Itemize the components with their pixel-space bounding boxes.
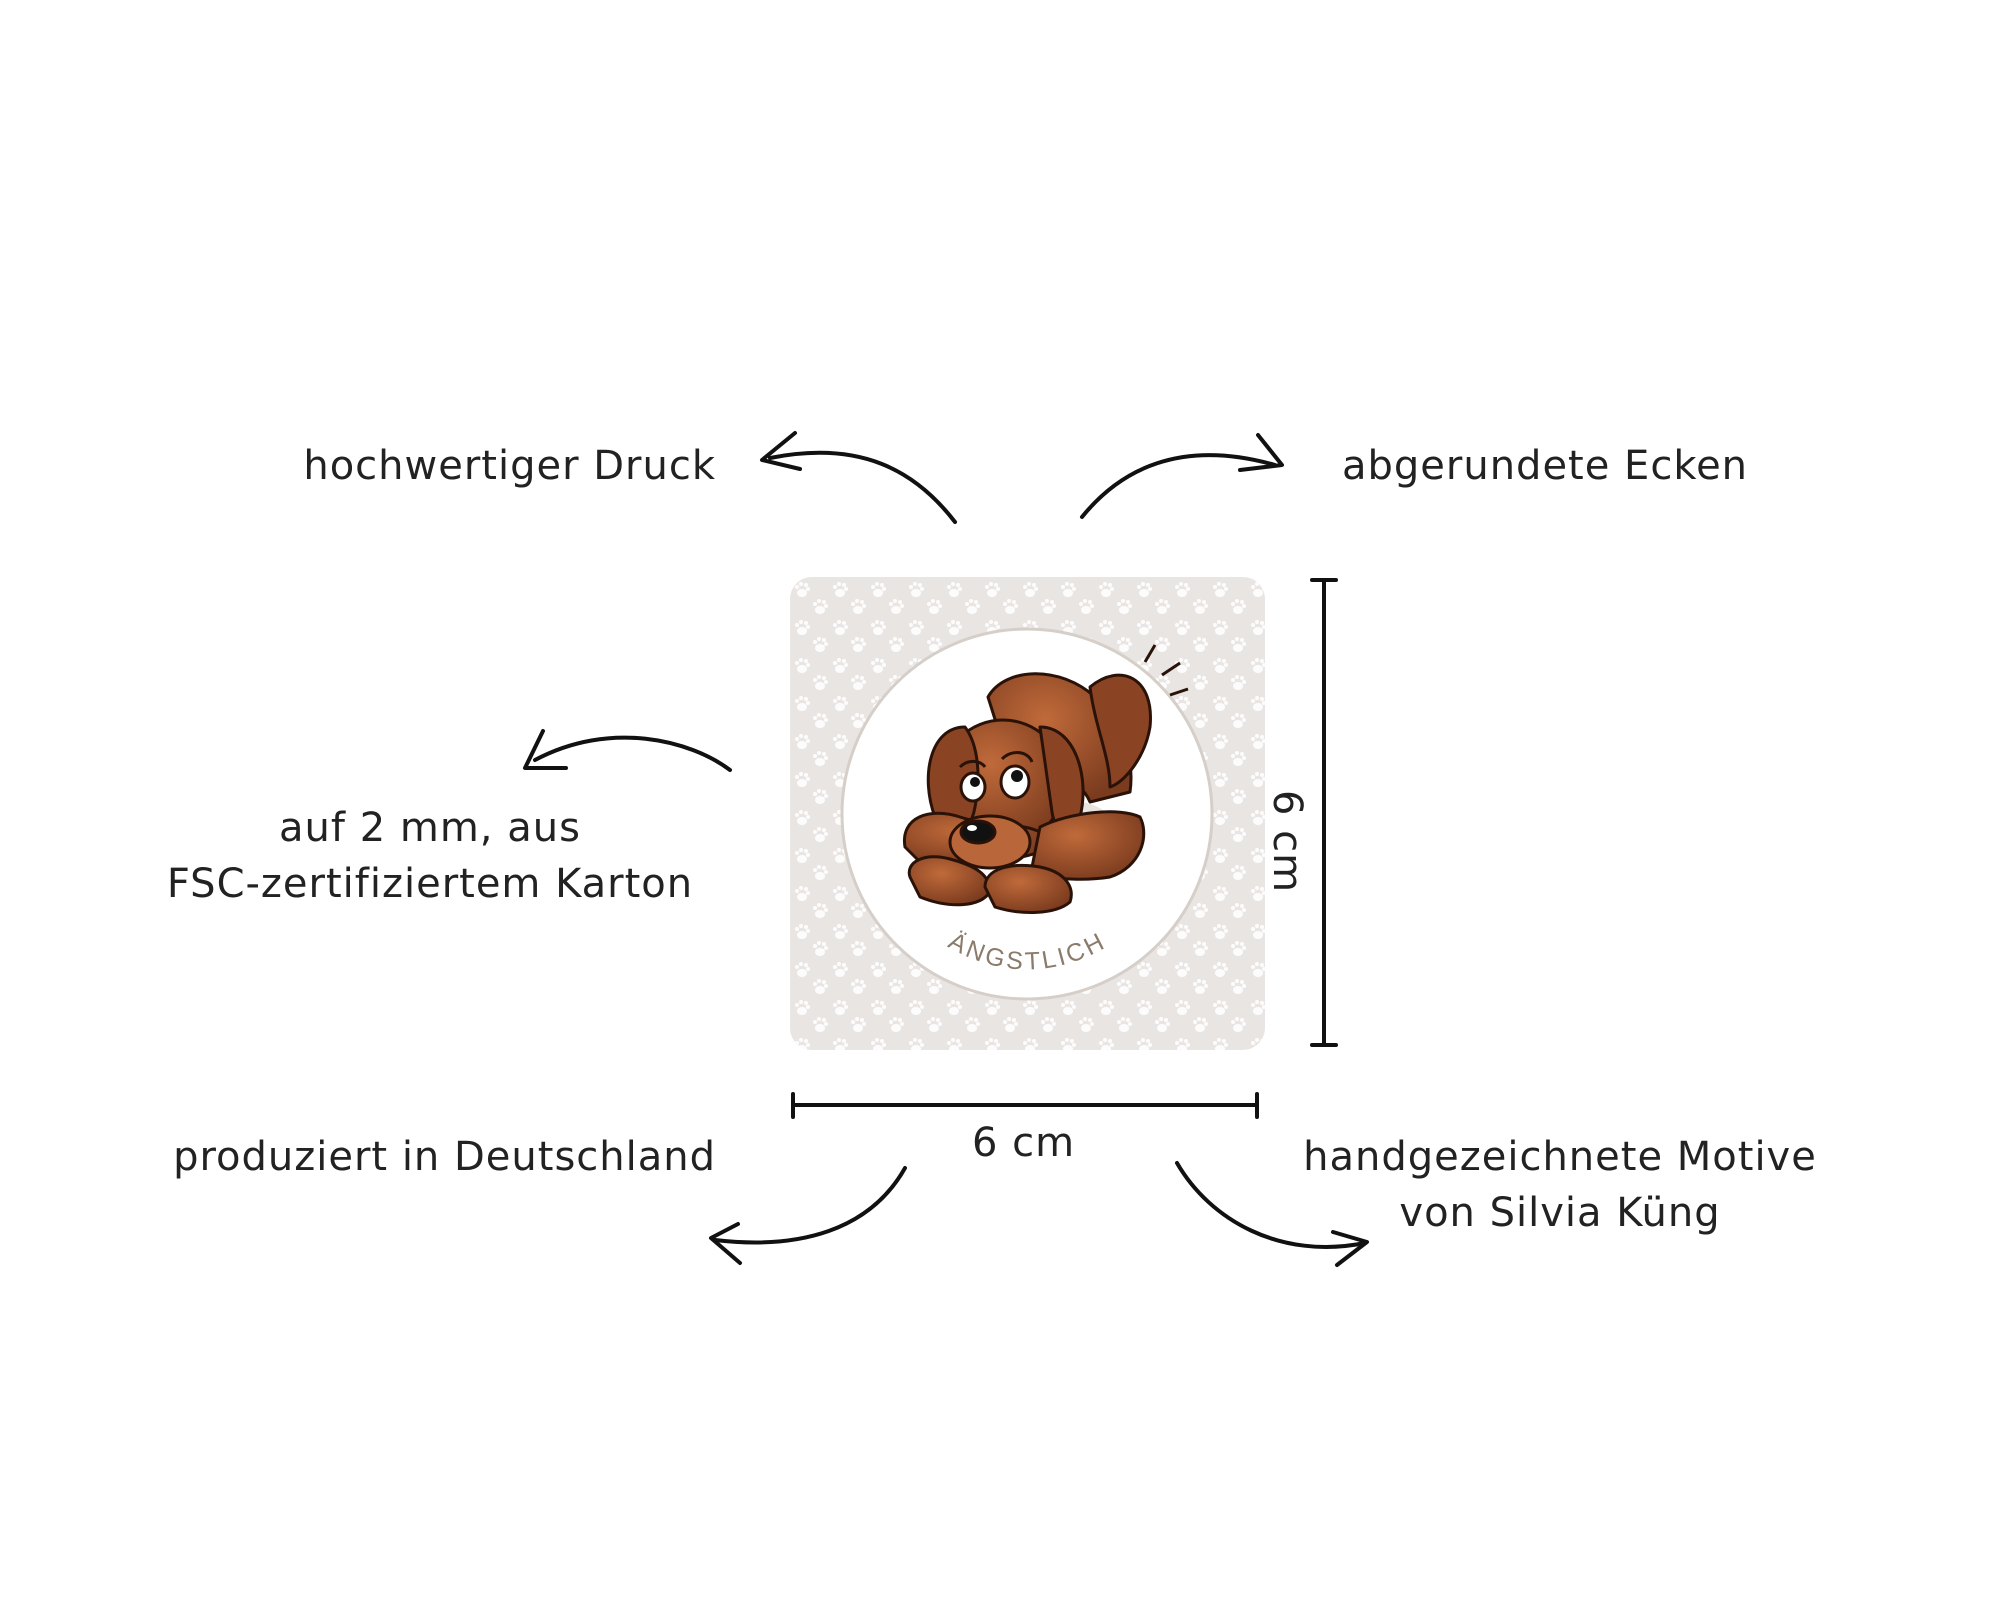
feature-label-hand-drawn-line1: handgezeichnete Motive	[1303, 1134, 1817, 1180]
coaster-illustration: ÄNGSTLICH	[790, 577, 1265, 1050]
arrow-path-bottom-left	[713, 1166, 907, 1245]
arrow-head-top-left	[760, 431, 802, 471]
feature-label-material-line2: FSC-zertifiziertem Karton	[166, 861, 694, 907]
puppy-illustration	[903, 644, 1189, 914]
feature-label-hand-drawn-line2: von Silvia Küng	[1399, 1190, 1721, 1236]
arrow-path-top-left	[768, 450, 957, 524]
arrow-path-mid-left	[533, 735, 732, 772]
coaster-card: ÄNGSTLICH	[790, 577, 1265, 1050]
arrow-head-top-right	[1238, 433, 1284, 472]
feature-label-made-in-germany: produziert in Deutschland	[173, 1134, 716, 1180]
width-dimension-label: 6 cm	[972, 1120, 1076, 1166]
height-dimension-label: 6 cm	[1264, 790, 1310, 894]
feature-label-print-quality: hochwertiger Druck	[303, 443, 716, 489]
feature-label-rounded-corners: abgerundete Ecken	[1342, 443, 1749, 489]
arrow-head-bottom-left	[709, 1222, 742, 1265]
arrow-head-mid-left	[523, 729, 568, 770]
feature-label-material-line1: auf 2 mm, aus	[279, 805, 581, 851]
arrow-path-top-right	[1080, 453, 1277, 519]
